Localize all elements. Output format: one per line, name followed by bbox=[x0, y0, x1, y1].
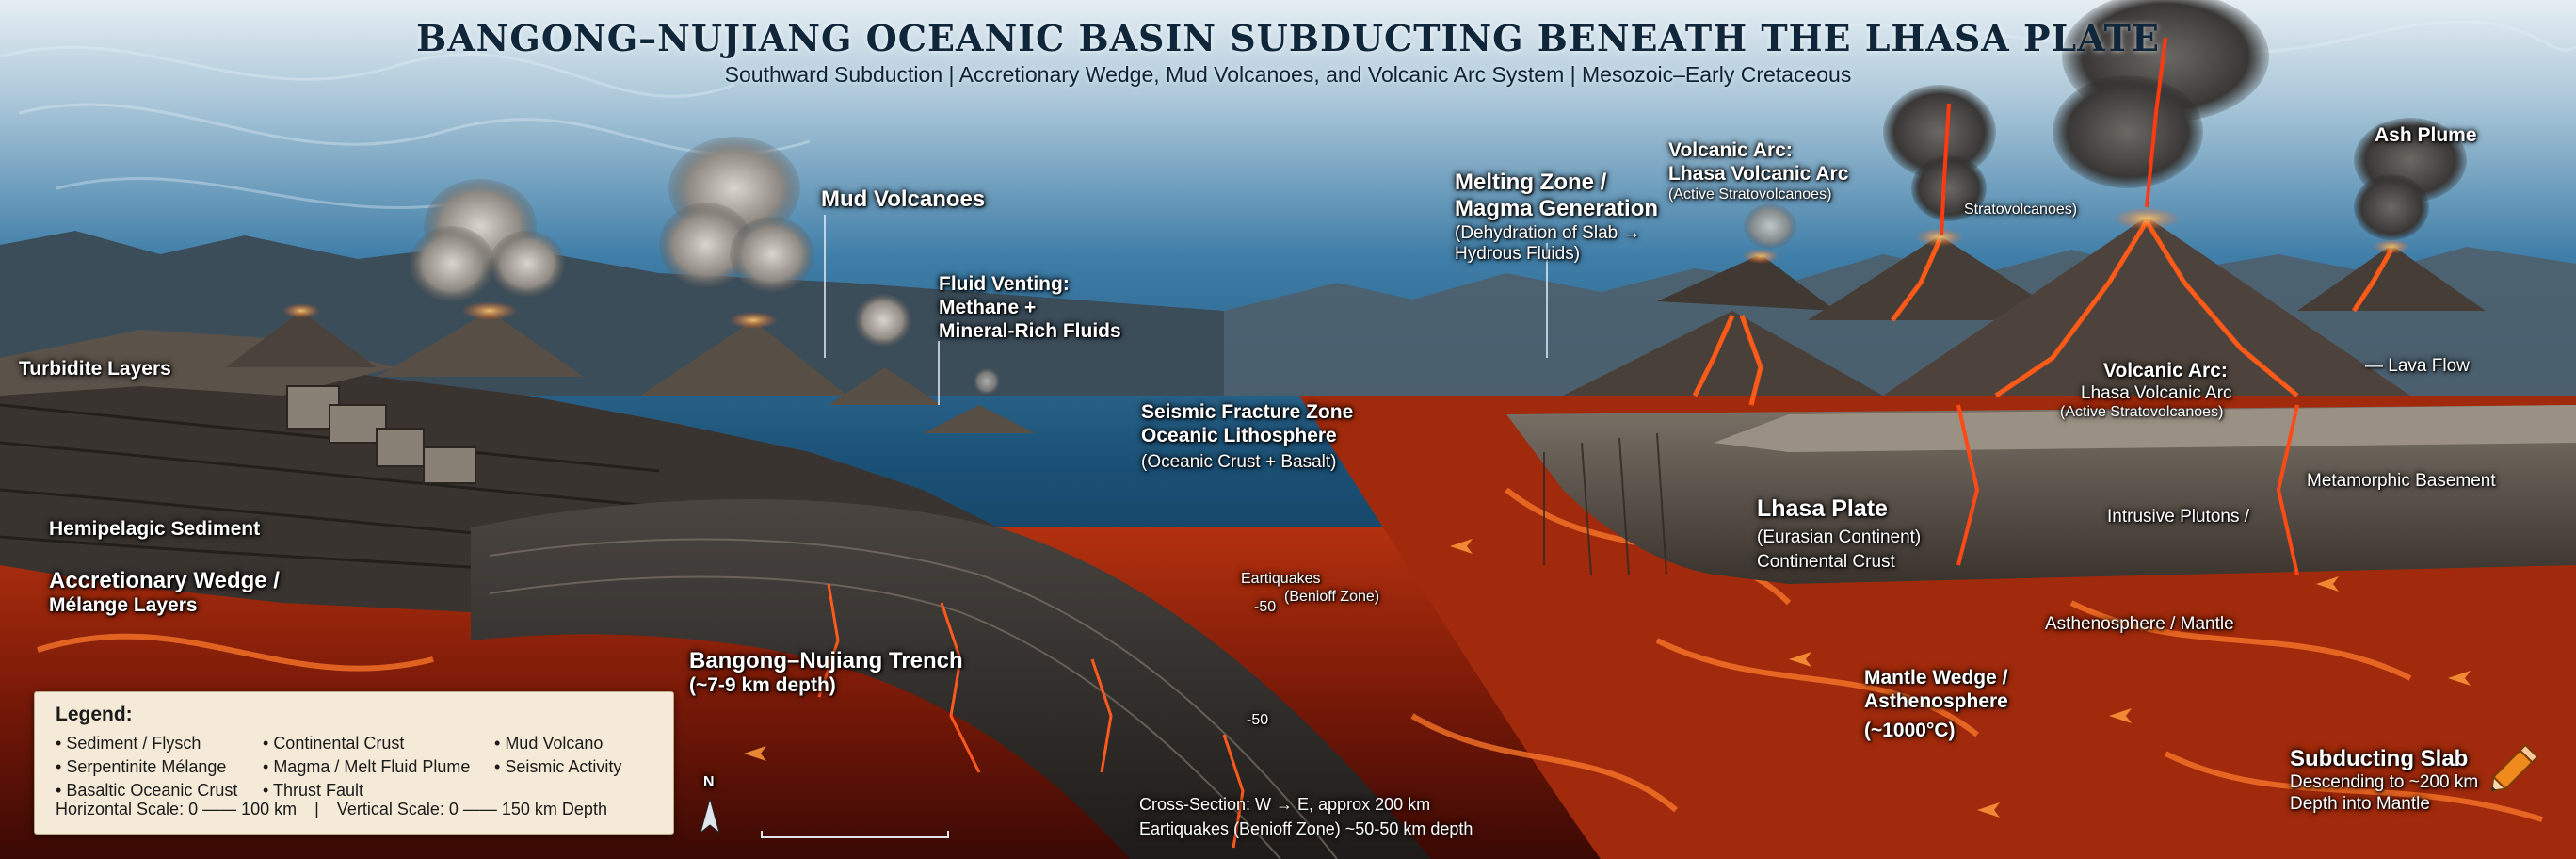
label-arc-top-line3: (Active Stratovolcanoes) bbox=[1668, 186, 1832, 203]
label-accretionary-wedge: Accretionary Wedge / Mélange Layers bbox=[49, 568, 280, 618]
label-melting-line4: Hydrous Fluids) bbox=[1455, 244, 1581, 265]
depth-marker-2: -50 bbox=[1247, 712, 1269, 728]
label-hemipelagic: Hemipelagic Sediment bbox=[49, 518, 261, 540]
legend-item: Thrust Fault bbox=[263, 779, 470, 802]
legend-item: Basaltic Oceanic Crust bbox=[56, 779, 237, 802]
legend-scale-line: Horizontal Scale: 0 —— 100 km | Vertical… bbox=[56, 800, 607, 819]
label-seismic-fracture: Seismic Fracture Zone Oceanic Lithospher… bbox=[1141, 401, 1353, 473]
label-mantle-wedge: Mantle Wedge / Asthenosphere (~1000°C) bbox=[1864, 667, 2008, 742]
legend-item: Magma / Melt Fluid Plume bbox=[263, 755, 470, 779]
label-seismic-line1: Seismic Fracture Zone bbox=[1141, 401, 1354, 423]
label-melting-line3: (Dehydration of Slab → bbox=[1455, 222, 1641, 243]
scale-bar-icon bbox=[761, 831, 949, 838]
earthquake-depth-note: Eartiquakes (Benioff Zone) ~50-50 km dep… bbox=[1139, 819, 1473, 838]
legend-item: Mud Volcano bbox=[494, 732, 621, 755]
label-melting-line2: Magma Generation bbox=[1455, 196, 1659, 222]
label-asthenosphere-mantle: Asthenosphere / Mantle bbox=[2045, 614, 2234, 634]
label-lhasa-line2: (Eurasian Continent) bbox=[1757, 527, 1922, 547]
label-slab-line2: Descending to ~200 km bbox=[2290, 772, 2479, 793]
horizontal-scale: Horizontal Scale: 0 —— 100 km bbox=[56, 800, 298, 818]
label-volcanic-arc-top: Volcanic Arc: Lhasa Volcanic Arc (Active… bbox=[1668, 139, 1848, 203]
label-slab-line1: Subducting Slab bbox=[2290, 746, 2469, 771]
label-lhasa-plate: Lhasa Plate (Eurasian Continent) Contine… bbox=[1757, 495, 1921, 573]
legend-column-1: Sediment / Flysch Serpentinite Mélange B… bbox=[56, 732, 237, 802]
cross-section-label: Cross-Section: W → E, approx 200 km bbox=[1139, 795, 1431, 814]
label-melting-line1: Melting Zone / bbox=[1455, 170, 1607, 195]
label-trench-line1: Bangong–Nujiang Trench bbox=[689, 648, 963, 673]
label-arc-top-line2: Lhasa Volcanic Arc bbox=[1668, 162, 1849, 185]
page-title: BANGONG–NUJIANG OCEANIC BASIN SUBDUCTING… bbox=[416, 17, 2160, 59]
legend-item: Continental Crust bbox=[263, 732, 470, 755]
legend-column-2: Continental Crust Magma / Melt Fluid Plu… bbox=[263, 732, 470, 802]
label-fluid-line3: Mineral-Rich Fluids bbox=[939, 319, 1121, 342]
label-eq-line1: Eartiquakes bbox=[1241, 571, 1321, 587]
legend-box: Legend: Sediment / Flysch Serpentinite M… bbox=[34, 691, 674, 835]
label-fluid-line1: Fluid Venting: bbox=[939, 273, 1070, 295]
label-eq-line2: (Benioff Zone) bbox=[1284, 588, 1380, 605]
compass-arrow-icon: N bbox=[699, 774, 721, 840]
label-seismic-line3: (Oceanic Crust + Basalt) bbox=[1141, 451, 1337, 472]
page-subtitle: Southward Subduction | Accretionary Wedg… bbox=[724, 62, 1852, 87]
label-fluid-line2: Methane + bbox=[939, 296, 1037, 318]
label-trench: Bangong–Nujiang Trench (~7-9 km depth) bbox=[689, 648, 963, 698]
label-seismic-line2: Oceanic Lithosphere bbox=[1141, 424, 1337, 446]
compass-n-label: N bbox=[703, 774, 715, 790]
pencil-icon[interactable] bbox=[2482, 735, 2548, 801]
legend-item: Sediment / Flysch bbox=[56, 732, 237, 755]
depth-marker-1: -50 bbox=[1254, 599, 1277, 615]
label-arc-mid-line2: Lhasa Volcanic Arc bbox=[2081, 382, 2232, 403]
label-wedge-line2: Asthenosphere bbox=[1864, 689, 2008, 712]
legend-item: Seismic Activity bbox=[494, 755, 621, 779]
vertical-scale: Vertical Scale: 0 —— 150 km Depth bbox=[336, 800, 607, 818]
label-arc-top-line1: Volcanic Arc: bbox=[1668, 139, 1793, 161]
label-mud-volcanoes: Mud Volcanoes bbox=[821, 186, 986, 212]
label-metamorphic-basement: Metamorphic Basement bbox=[2307, 471, 2496, 491]
label-fluid-venting: Fluid Venting: Methane + Mineral-Rich Fl… bbox=[939, 273, 1121, 343]
label-subducting-slab: Subducting Slab Descending to ~200 km De… bbox=[2290, 746, 2478, 815]
label-wedge-line1: Mantle Wedge / bbox=[1864, 667, 2008, 689]
label-volcanic-arc-mid: Volcanic Arc: Lhasa Volcanic Arc (Active… bbox=[2060, 360, 2232, 422]
legend-column-3: Mud Volcano Seismic Activity bbox=[494, 732, 621, 779]
label-accretionary-line1: Accretionary Wedge / bbox=[49, 568, 280, 593]
label-lhasa-line1: Lhasa Plate bbox=[1757, 495, 1888, 522]
label-earthquakes: Eartiquakes (Benioff Zone) bbox=[1241, 571, 1379, 607]
label-wedge-line3: (~1000°C) bbox=[1864, 719, 1956, 741]
scale-separator: | bbox=[314, 800, 319, 818]
label-turbidite: Turbidite Layers bbox=[19, 358, 171, 380]
label-accretionary-line2: Mélange Layers bbox=[49, 594, 198, 617]
label-ash-plume: Ash Plume bbox=[2375, 124, 2477, 146]
legend-item: Serpentinite Mélange bbox=[56, 755, 237, 779]
label-arc-mid-line3: (Active Stratovolcanoes) bbox=[2060, 404, 2224, 421]
label-lhasa-line3: Continental Crust bbox=[1757, 551, 1895, 572]
label-trench-line2: (~7-9 km depth) bbox=[689, 674, 836, 697]
label-lava-flow: — Lava Flow bbox=[2365, 356, 2470, 376]
label-stratovolcanoes: Stratovolcanoes) bbox=[1964, 202, 2078, 218]
label-intrusive-plutons: Intrusive Plutons / bbox=[2107, 507, 2250, 527]
label-melting-zone: Melting Zone / Magma Generation (Dehydra… bbox=[1455, 170, 1658, 265]
legend-title: Legend: bbox=[56, 704, 133, 725]
label-arc-mid-line1: Volcanic Arc: bbox=[2103, 360, 2228, 381]
label-slab-line3: Depth into Mantle bbox=[2290, 793, 2430, 814]
